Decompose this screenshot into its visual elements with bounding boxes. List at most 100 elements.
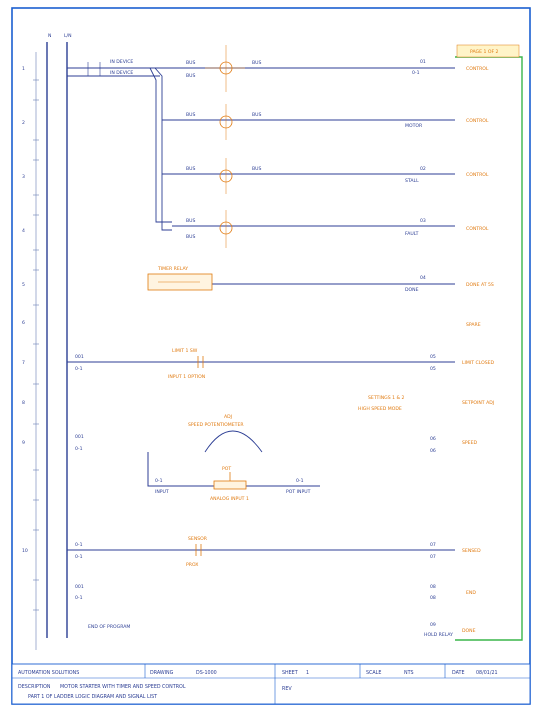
arc-label: SPEED POTENTIOMETER [188, 422, 244, 428]
coil-sub: HOLD RELAY [424, 632, 453, 638]
scale-value: NTS [404, 670, 414, 676]
spare-note: SPARE [466, 322, 481, 328]
rung-label: CONTROL [466, 226, 489, 232]
company-name: AUTOMATION SOLUTIONS [18, 670, 79, 676]
rung-11: 001 0-1 08 08 END [75, 584, 476, 601]
contact-label: SENSOR [188, 536, 208, 542]
drawing-no-label: DRAWING [150, 670, 174, 676]
coil-number: 03 [420, 218, 426, 224]
sheet-value: 1 [306, 670, 309, 676]
line-number: 5 [22, 282, 25, 288]
rung-label: LIMIT CLOSED [462, 360, 495, 366]
rung-label: SENSED [462, 548, 481, 554]
coil-number: 01 [420, 59, 426, 65]
coil-number: 06 [430, 436, 436, 442]
line-number-column: 1 2 3 4 5 6 7 8 9 10 [22, 66, 28, 554]
line-number: 7 [22, 360, 25, 366]
sub-wire: INPUT [155, 489, 169, 495]
coil-number: 04 [420, 275, 426, 281]
coil-sub: 06 [430, 448, 436, 454]
sheet-label: SHEET [282, 670, 298, 676]
wire-label: FAULT [405, 231, 419, 237]
wire-label: STALL [405, 178, 419, 184]
contact-sub: PROX [186, 562, 198, 568]
title-block: AUTOMATION SOLUTIONS DRAWING DS-1000 SHE… [11, 663, 531, 705]
wire-label: 0-1 [75, 446, 83, 452]
tag: BUS [186, 73, 196, 79]
mid-note-2: HIGH SPEED MODE [358, 406, 402, 412]
tag: BUS [252, 60, 262, 66]
tag: BUS [186, 112, 196, 118]
sub-wire: 0-1 [155, 478, 163, 484]
scale-label: SCALE [366, 670, 381, 676]
line-number: 9 [22, 440, 25, 446]
date-label: DATE [452, 670, 464, 676]
line-number: 10 [22, 548, 28, 554]
rung-label: CONTROL [466, 66, 489, 72]
rung-label: SETPOINT ADJ [462, 400, 494, 406]
rung-label: CONTROL [466, 172, 489, 178]
pot-top: POT [222, 466, 231, 472]
line-number: 3 [22, 174, 25, 180]
header-box-text: PAGE 1 OF 2 [470, 49, 499, 55]
end-text: END OF PROGRAM [88, 624, 130, 630]
rung-7: 001 0-1 LIMIT 1 SW INPUT 1 OPTION 05 05 … [67, 348, 495, 380]
tag: BUS [186, 218, 196, 224]
rung-2: BUS BUS MOTOR CONTROL [162, 104, 489, 140]
line-number: 8 [22, 400, 25, 406]
description: MOTOR STARTER WITH TIMER AND SPEED CONTR… [60, 684, 186, 690]
wire-label: 0-1 [75, 595, 83, 601]
rung-5: TIMER RELAY DONE 04 DONE AT 5S [147, 266, 494, 293]
coil-number: 02 [420, 166, 426, 172]
rung-8: SETTINGS 1 & 2 HIGH SPEED MODE SETPOINT … [358, 395, 494, 412]
description-2: PART 1 OF LADDER LOGIC DIAGRAM AND SIGNA… [28, 694, 157, 700]
rung-6: SPARE [466, 322, 481, 328]
timer-label: TIMER RELAY [157, 266, 188, 272]
rail-left-label: N [48, 33, 51, 39]
margin-ticks [33, 79, 39, 611]
wire-label: DONE [405, 287, 419, 293]
wire-label: 001 [75, 434, 84, 440]
line-number: 4 [22, 228, 25, 234]
tag: BUS [252, 112, 262, 118]
wire-label: 0-1 [75, 366, 83, 372]
rung-12: END OF PROGRAM 09 HOLD RELAY DONE [88, 622, 476, 638]
tag: BUS [186, 60, 196, 66]
rung-label: DONE AT 5S [466, 282, 494, 288]
wire-label: 001 [75, 354, 84, 360]
mid-note: SETTINGS 1 & 2 [368, 395, 405, 401]
date-value: 08/01/21 [476, 670, 498, 676]
arc-top: ADJ [224, 414, 232, 420]
coil-number: 07 [430, 542, 436, 548]
sub-wire: 0-1 [296, 478, 304, 484]
description-label: DESCRIPTION [18, 684, 51, 690]
rung-label: END [466, 590, 476, 596]
rung-9: 001 0-1 ADJ SPEED POTENTIOMETER 0-1 INPU… [75, 414, 477, 502]
rung-label: CONTROL [466, 118, 489, 124]
coil-sub: 08 [430, 595, 436, 601]
rung-label: SPEED [462, 440, 477, 446]
coil-number: 0-1 [412, 70, 420, 76]
wire-label: 001 [75, 584, 84, 590]
coil-sub: 05 [430, 366, 436, 372]
rung-10: 0-1 0-1 SENSOR PROX 07 07 SENSED [67, 536, 481, 568]
input-a-label: IN DEVICE [110, 59, 133, 65]
line-number: 1 [22, 66, 25, 72]
wire-label: 0-1 [75, 554, 83, 560]
rail-right-label: L/N [64, 33, 72, 39]
wire-label: MOTOR [405, 123, 423, 129]
pot-arc [204, 430, 263, 453]
input-b-label: IN DEVICE [110, 70, 133, 76]
coil-number: 05 [430, 354, 436, 360]
drawing-no: DS-1000 [196, 670, 217, 676]
rung-1: IN DEVICE IN DEVICE BUS BUS BUS 0-1 01 C… [67, 45, 489, 231]
tag: BUS [252, 166, 262, 172]
coil-number: 09 [430, 622, 436, 628]
pot-resistor [213, 480, 247, 490]
line-number: 6 [22, 320, 25, 326]
tag: BUS [186, 234, 196, 240]
sheet-border [11, 7, 531, 705]
wire-label: 0-1 [75, 542, 83, 548]
rung-label: DONE [462, 628, 476, 634]
